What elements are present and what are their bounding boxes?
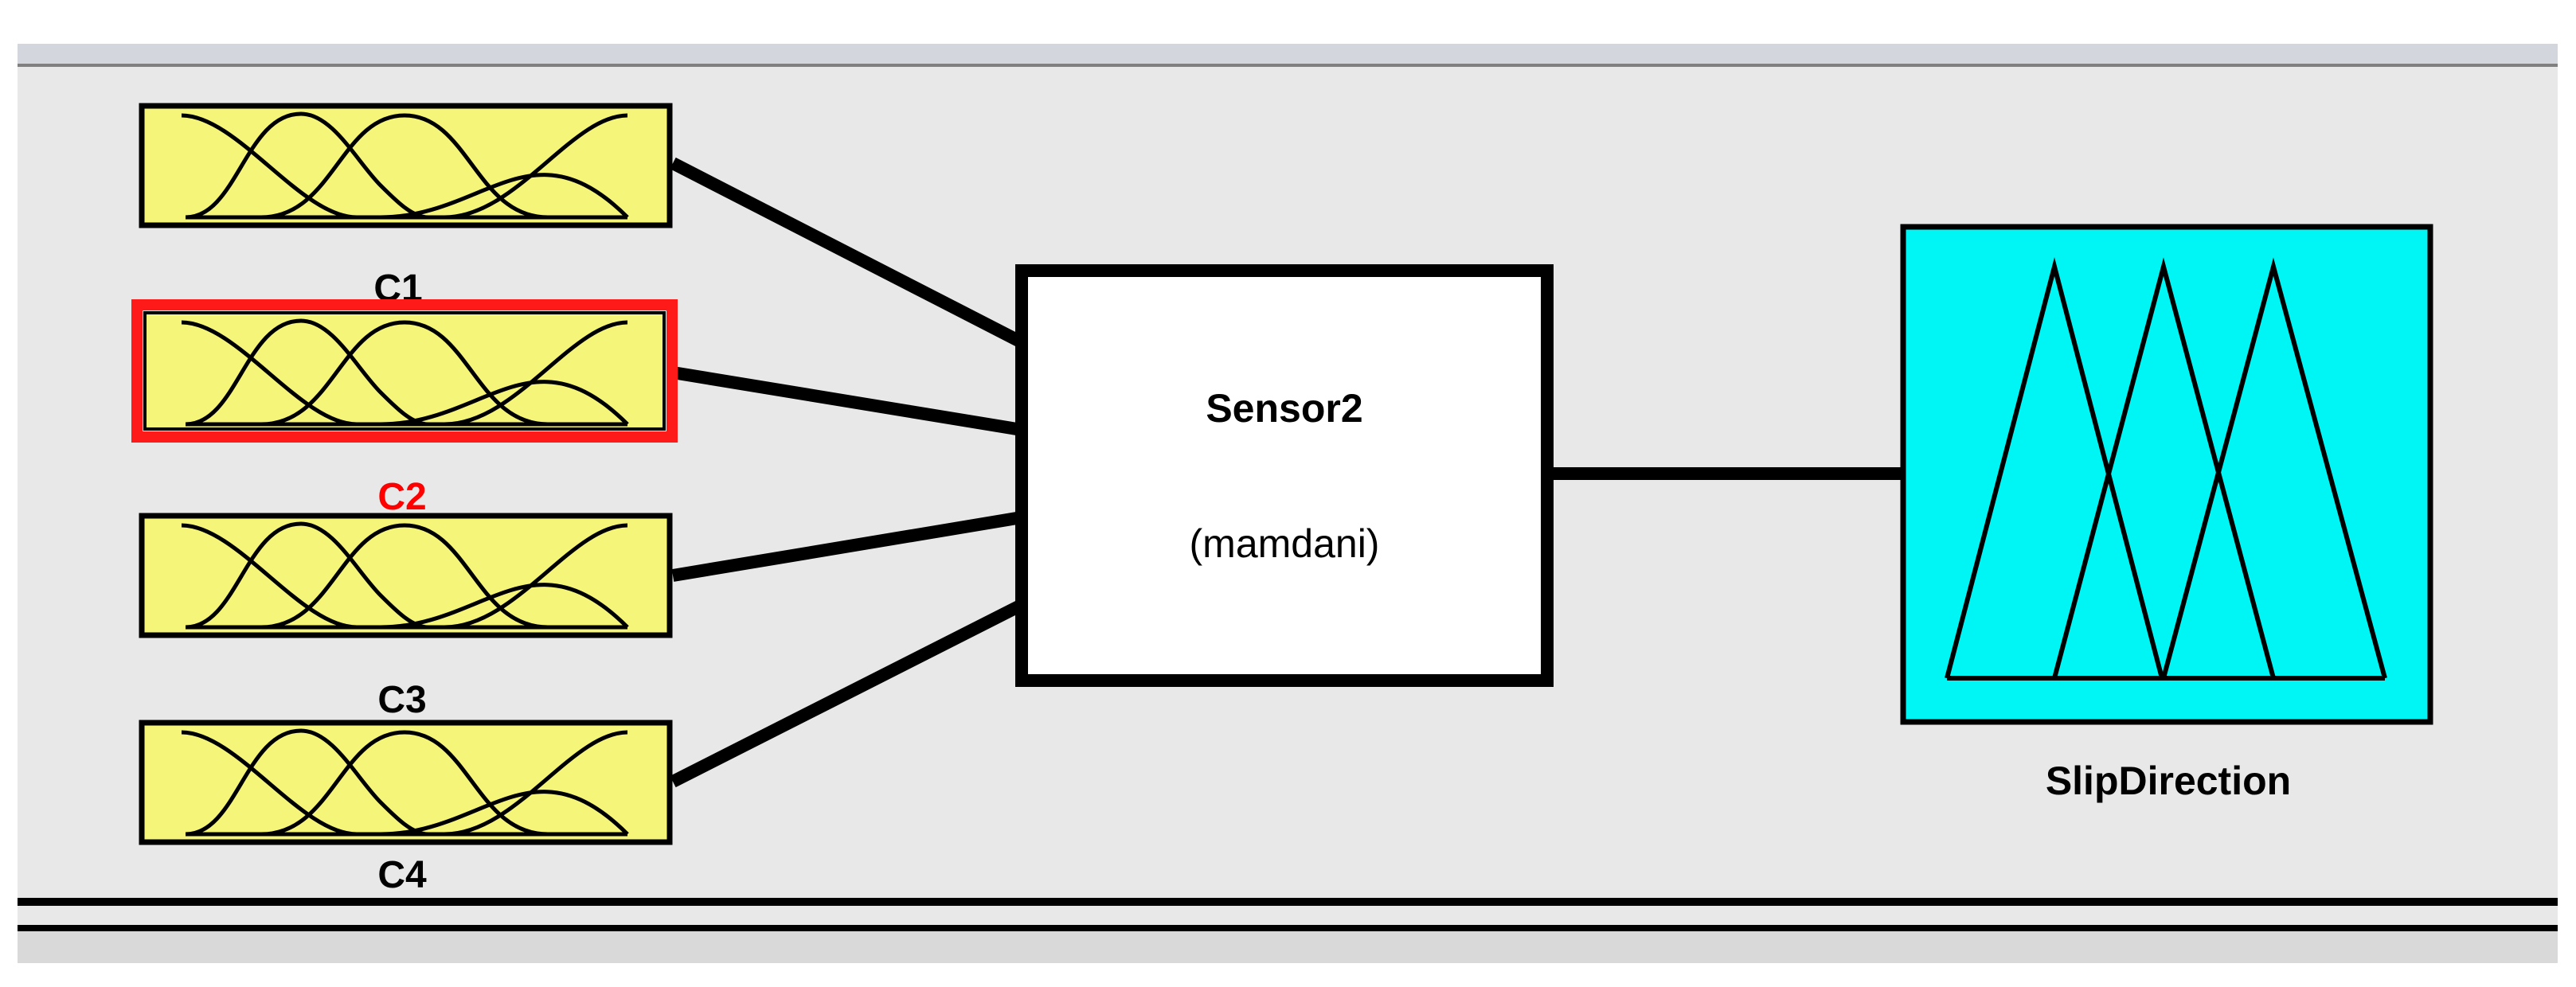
input-c2[interactable]: C2 [131,299,678,518]
input-c4-label: C4 [377,854,427,896]
triangular-membership-icon [1945,257,2387,681]
input-c2-box[interactable] [143,311,666,431]
input-c3-box[interactable] [139,513,673,638]
input-c4-box[interactable] [139,720,673,845]
input-c2-label: C2 [377,476,426,518]
connection-c4 [670,599,1025,788]
input-c3-label: C3 [377,679,426,721]
output-label: SlipDirection [2046,759,2291,803]
input-c3[interactable]: C3 [139,513,673,721]
fis-system-box[interactable] [1015,264,1554,687]
bottom-rail-lower [18,925,2558,931]
input-c1-box[interactable] [139,103,673,228]
input-c1[interactable]: C1 [139,103,673,310]
connection-c3 [671,511,1023,582]
bottom-rail-gap [18,906,2558,925]
connections [670,157,1903,788]
connection-c1 [670,157,1025,349]
output-box[interactable] [1900,224,2433,725]
system-type: (mamdani) [1190,521,1380,566]
output-slipdirection[interactable]: SlipDirection [1900,224,2433,803]
bottom-rail-upper [18,898,2558,906]
input-c4[interactable]: C4 [139,720,673,896]
selection-highlight [131,299,678,443]
fis-system-block[interactable]: Sensor2 (mamdani) [1015,264,1554,687]
top-band [18,44,2558,64]
bottom-strip [18,931,2558,963]
connection-c2 [671,366,1023,436]
system-name: Sensor2 [1206,386,1362,431]
